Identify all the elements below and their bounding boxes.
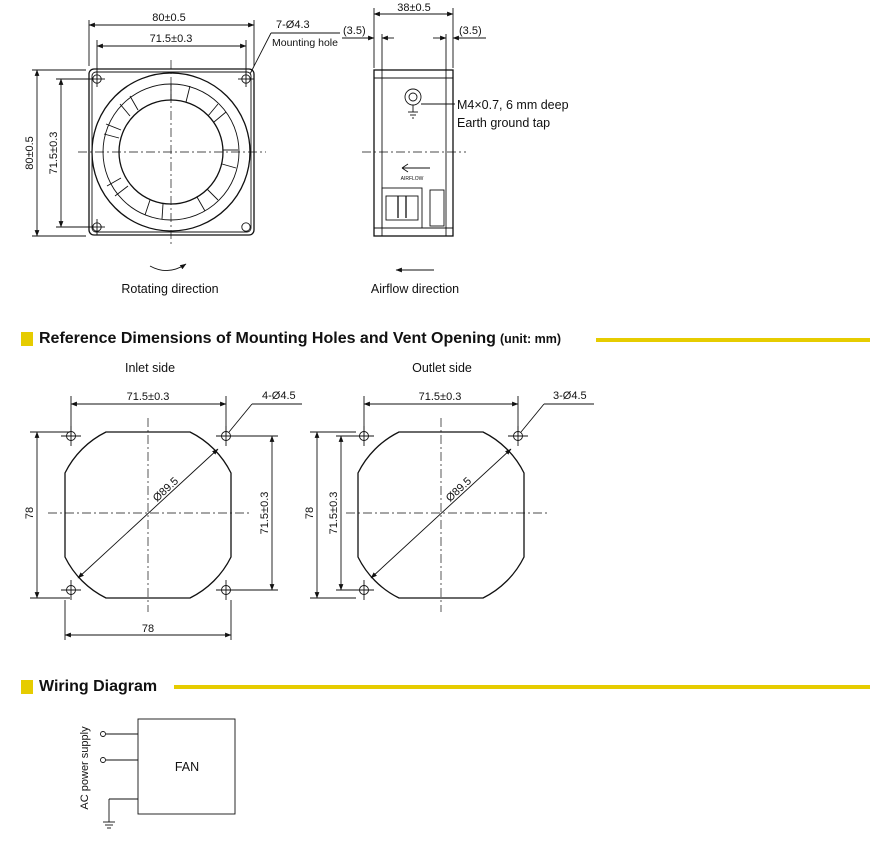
wiring-diagram <box>100 718 236 829</box>
ground-tap-spec: M4×0.7, 6 mm deep <box>457 98 569 112</box>
reference-section-unit: (unit: mm) <box>499 332 562 346</box>
front-height-label: 80±0.5 <box>24 136 36 170</box>
side-offset-left: (3.5) <box>343 25 366 37</box>
wiring-section-heading: Wiring Diagram <box>21 678 157 696</box>
mounting-hole-label: Mounting hole <box>272 37 338 49</box>
wiring-section-rule <box>174 685 870 689</box>
front-hole-pitch-h-label: 71.5±0.3 <box>150 33 193 45</box>
inlet-hole-pitch-h: 71.5±0.3 <box>127 391 170 403</box>
side-view <box>342 8 486 273</box>
inlet-width: 78 <box>142 623 154 635</box>
front-view <box>32 20 340 271</box>
airflow-stamp: AIRFLOW <box>401 176 424 182</box>
inlet-caption: Inlet side <box>125 361 175 375</box>
fan-box-label: FAN <box>175 760 199 774</box>
outlet-caption: Outlet side <box>412 361 472 375</box>
outlet-height: 78 <box>304 507 316 519</box>
section-marker-icon <box>21 332 33 346</box>
reference-section-title: Reference Dimensions of Mounting Holes a… <box>39 330 496 347</box>
inlet-height: 78 <box>24 507 36 519</box>
inlet-diameter: Ø89.5 <box>151 475 181 504</box>
supply-label: AC power supply <box>79 726 91 810</box>
outlet-diameter: Ø89.5 <box>444 475 474 504</box>
wiring-section-title: Wiring Diagram <box>39 678 158 695</box>
ground-tap-label: Earth ground tap <box>457 116 550 130</box>
inlet-hole-spec: 4-Ø4.5 <box>262 390 296 402</box>
mounting-hole-spec: 7-Ø4.3 <box>276 19 310 31</box>
airflow-direction-label: Airflow direction <box>371 282 459 296</box>
reference-section-rule <box>596 338 870 342</box>
depth-label: 38±0.5 <box>397 2 431 14</box>
outlet-hole-pitch-h: 71.5±0.3 <box>419 391 462 403</box>
inlet-hole-pitch-v: 71.5±0.3 <box>259 492 271 535</box>
section-marker-icon <box>21 680 33 694</box>
rotating-direction-label: Rotating direction <box>121 282 218 296</box>
outlet-hole-spec: 3-Ø4.5 <box>553 390 587 402</box>
outlet-hole-pitch-v: 71.5±0.3 <box>328 492 340 535</box>
side-offset-right: (3.5) <box>459 25 482 37</box>
outlet-view <box>310 396 594 612</box>
reference-section-heading: Reference Dimensions of Mounting Holes a… <box>21 330 561 348</box>
inlet-view <box>30 396 302 640</box>
front-width-label: 80±0.5 <box>152 12 186 24</box>
front-hole-pitch-v-label: 71.5±0.3 <box>48 132 60 175</box>
